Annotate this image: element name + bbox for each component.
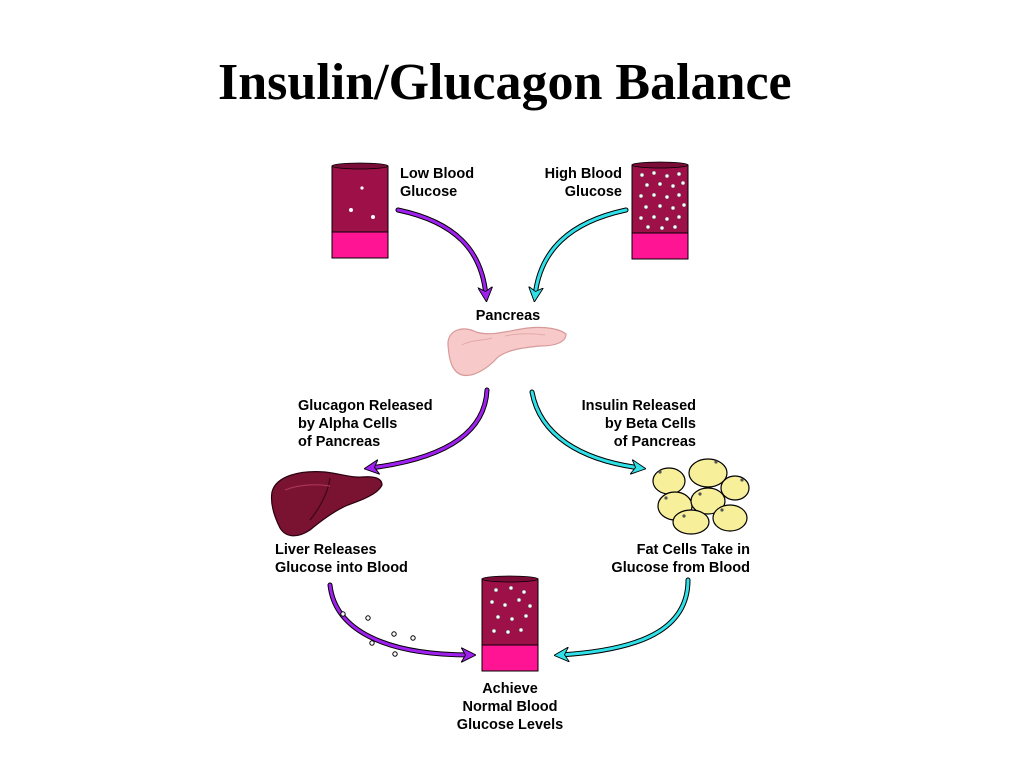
achieve-normal-label: Achieve Normal Blood Glucose Levels bbox=[456, 681, 564, 733]
high-glucose-tube-icon bbox=[631, 161, 689, 260]
pancreas-icon bbox=[447, 326, 567, 377]
released-glucose-dots bbox=[340, 611, 416, 657]
liver-releases-label: Liver Releases Glucose into Blood bbox=[275, 542, 408, 576]
low-glucose-tube-icon bbox=[331, 162, 389, 259]
glucagon-to-liver-arrow bbox=[370, 388, 489, 468]
fat-cells-icon bbox=[652, 458, 750, 535]
high-blood-glucose-label: High Blood Glucose bbox=[544, 166, 622, 200]
high-glucose-to-pancreas-arrow bbox=[532, 207, 629, 299]
glucagon-released-label: Glucagon Released by Alpha Cells of Panc… bbox=[298, 398, 433, 450]
liver-icon bbox=[270, 471, 383, 537]
fat-cells-to-normal-arrow bbox=[560, 578, 690, 655]
liver-to-normal-arrow bbox=[328, 583, 470, 655]
insulin-to-fat-cells-arrow bbox=[530, 390, 640, 468]
page-title: Insulin/Glucagon Balance bbox=[218, 54, 792, 111]
low-blood-glucose-label: Low Blood Glucose bbox=[400, 166, 475, 200]
pancreas-label: Pancreas bbox=[475, 308, 541, 324]
normal-glucose-tube-icon bbox=[481, 575, 539, 672]
insulin-released-label: Insulin Released by Beta Cells of Pancre… bbox=[581, 398, 696, 450]
fat-cells-take-label: Fat Cells Take in Glucose from Blood bbox=[611, 542, 750, 576]
